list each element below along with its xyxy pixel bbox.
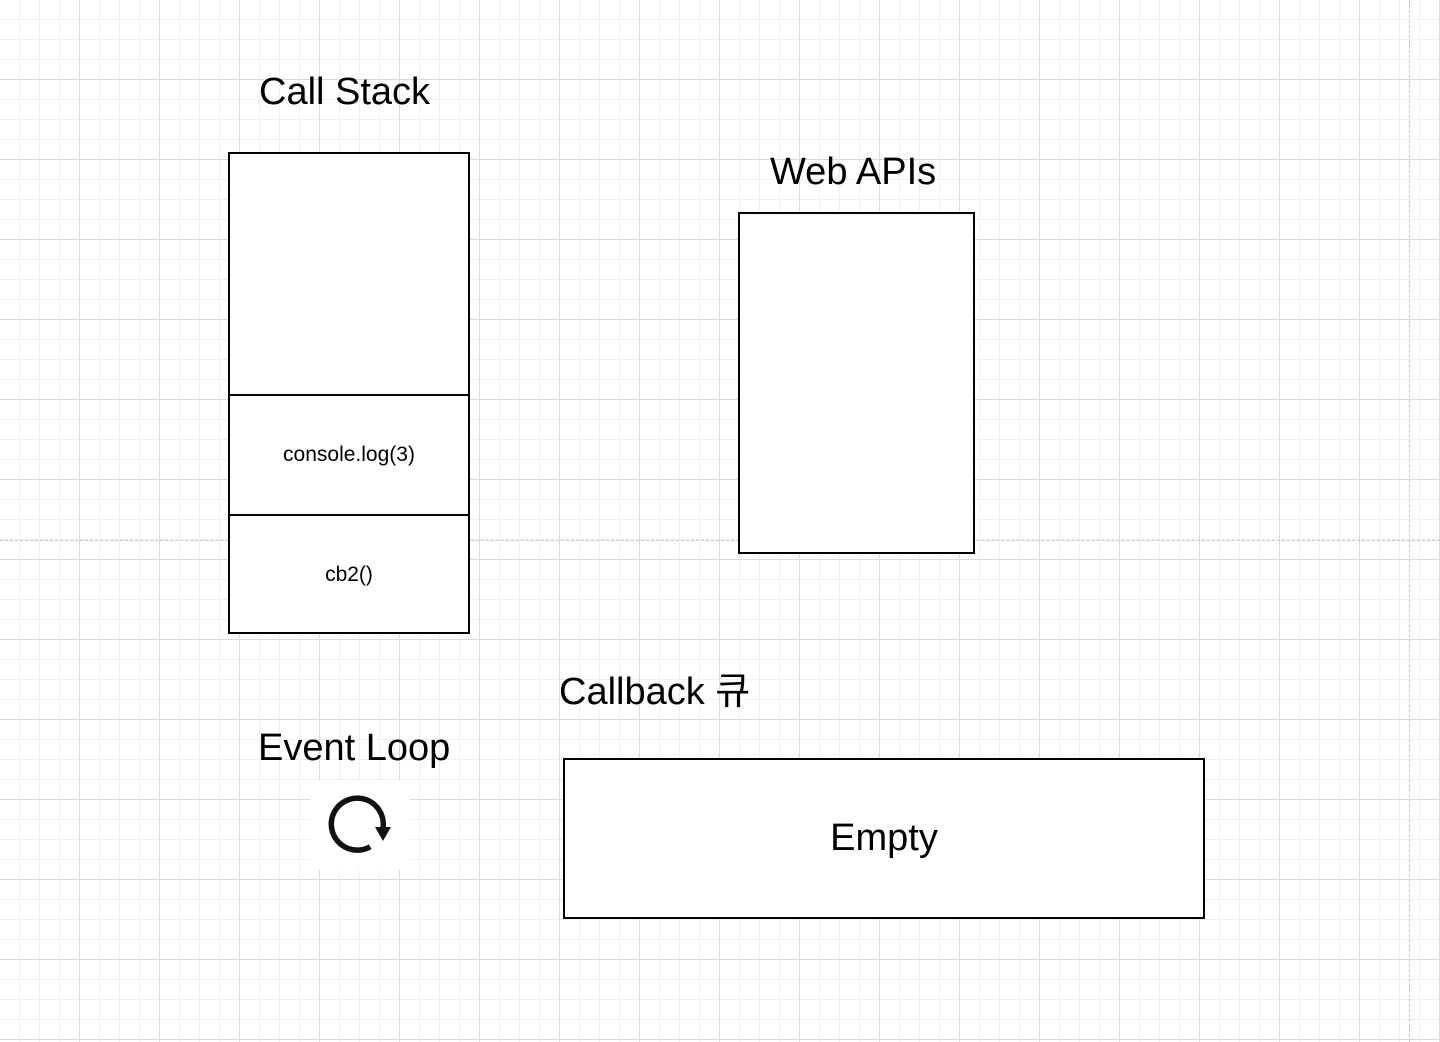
call-stack-frame-cb2[interactable]: cb2() (230, 514, 468, 634)
event-loop-title: Event Loop (258, 727, 451, 769)
web-apis-box[interactable] (738, 212, 975, 554)
refresh-icon[interactable] (310, 780, 410, 870)
callback-queue-content: Empty (830, 817, 938, 859)
web-apis-title: Web APIs (770, 151, 937, 193)
callback-queue-title: Callback 큐 (559, 671, 751, 713)
refresh-icon-arc (328, 795, 387, 853)
page-break-vertical (1409, 0, 1410, 1042)
call-stack-frame-empty[interactable] (230, 154, 468, 394)
page-break-horizontal (0, 540, 1440, 541)
call-stack-frame-console-log[interactable]: console.log(3) (230, 394, 468, 514)
refresh-icon-arrowhead (375, 827, 391, 841)
refresh-icon-svg (328, 795, 391, 853)
callback-queue-box[interactable]: Empty (563, 758, 1205, 919)
call-stack-title: Call Stack (259, 71, 431, 113)
call-stack-box[interactable]: console.log(3) cb2() (228, 152, 470, 634)
